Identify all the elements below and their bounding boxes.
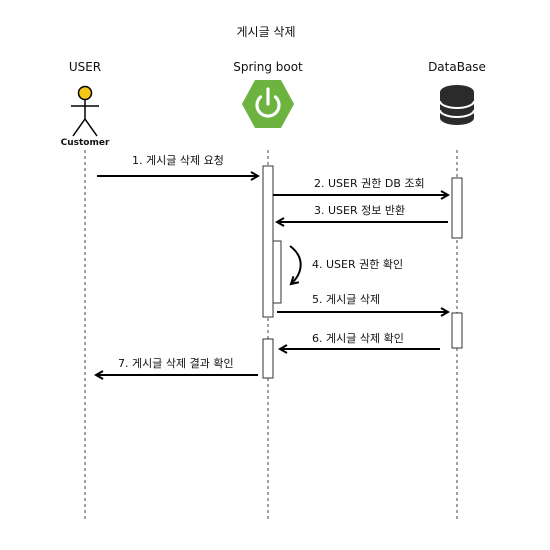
diagram-title: 게시글 삭제 bbox=[236, 25, 295, 39]
message-label-5: 5. 게시글 삭제 bbox=[312, 293, 380, 306]
activation-server-result bbox=[262, 338, 274, 379]
activation-server-self bbox=[272, 240, 282, 304]
participant-user-label: USER bbox=[69, 60, 101, 74]
message-label-1: 1. 게시글 삭제 요청 bbox=[132, 154, 224, 167]
participant-db-label: DataBase bbox=[428, 60, 486, 74]
actor-customer-label: Customer bbox=[61, 138, 110, 148]
stick-figure-actor-icon bbox=[71, 85, 99, 137]
activation-server-main bbox=[262, 165, 274, 318]
activation-db-delete bbox=[451, 312, 463, 349]
message-label-3: 3. USER 정보 반환 bbox=[314, 204, 405, 217]
message-label-7: 7. 게시글 삭제 결과 확인 bbox=[118, 357, 234, 370]
message-label-2: 2. USER 권한 DB 조회 bbox=[314, 177, 425, 190]
spring-boot-power-icon bbox=[242, 80, 294, 128]
message-arrow-4 bbox=[289, 245, 302, 284]
message-label-4: 4. USER 권한 확인 bbox=[312, 258, 403, 271]
activation-db-query bbox=[451, 177, 463, 239]
database-cylinder-icon bbox=[439, 85, 475, 125]
participant-server-label: Spring boot bbox=[233, 60, 303, 74]
message-label-6: 6. 게시글 삭제 확인 bbox=[312, 332, 404, 345]
